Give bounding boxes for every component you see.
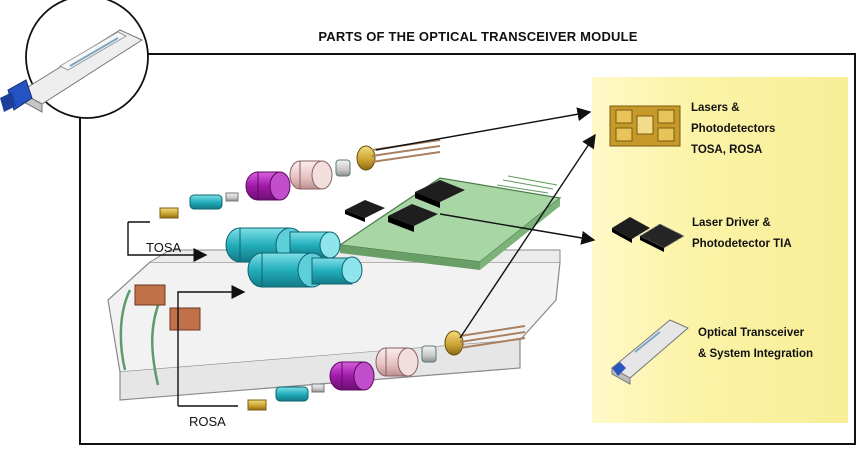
tosa-exploded-parts (159, 139, 441, 219)
legend-transceiver-line2: & System Integration (698, 348, 814, 360)
legend-lasers-line1: Lasers & (691, 102, 740, 114)
legend-transceiver-line1: Optical Transceiver (698, 327, 805, 339)
sfp-inset-magnifier (0, 0, 149, 119)
legend-lasers-line2: Photodetectors (691, 123, 776, 135)
legend-item-driver: Laser Driver & Photodetector TIA (692, 213, 792, 255)
legend-arrows (375, 107, 596, 339)
pcb-board (338, 175, 562, 270)
legend-driver-line2: Photodetector TIA (692, 238, 792, 250)
tosa-leader (127, 221, 208, 262)
ic-chips (345, 180, 465, 232)
legend-driver-line1: Laser Driver & (692, 217, 771, 229)
ic-chip-icon (612, 217, 686, 252)
diagram-frame (79, 53, 856, 445)
page-title: PARTS OF THE OPTICAL TRANSCEIVER MODULE (318, 29, 638, 44)
sfp-module-icon (611, 319, 689, 385)
laser-chip-icon (609, 105, 681, 147)
legend-item-transceiver: Optical Transceiver & System Integration (698, 323, 813, 365)
legend-lasers-line3: TOSA, ROSA (691, 144, 763, 156)
rosa-label: ROSA (189, 414, 226, 429)
tosa-label: TOSA (146, 240, 182, 255)
legend-item-lasers: Lasers & Photodetectors TOSA, ROSA (691, 98, 775, 161)
receptacles (225, 227, 363, 288)
rosa-exploded-parts (247, 325, 526, 411)
rosa-leader (177, 285, 246, 407)
